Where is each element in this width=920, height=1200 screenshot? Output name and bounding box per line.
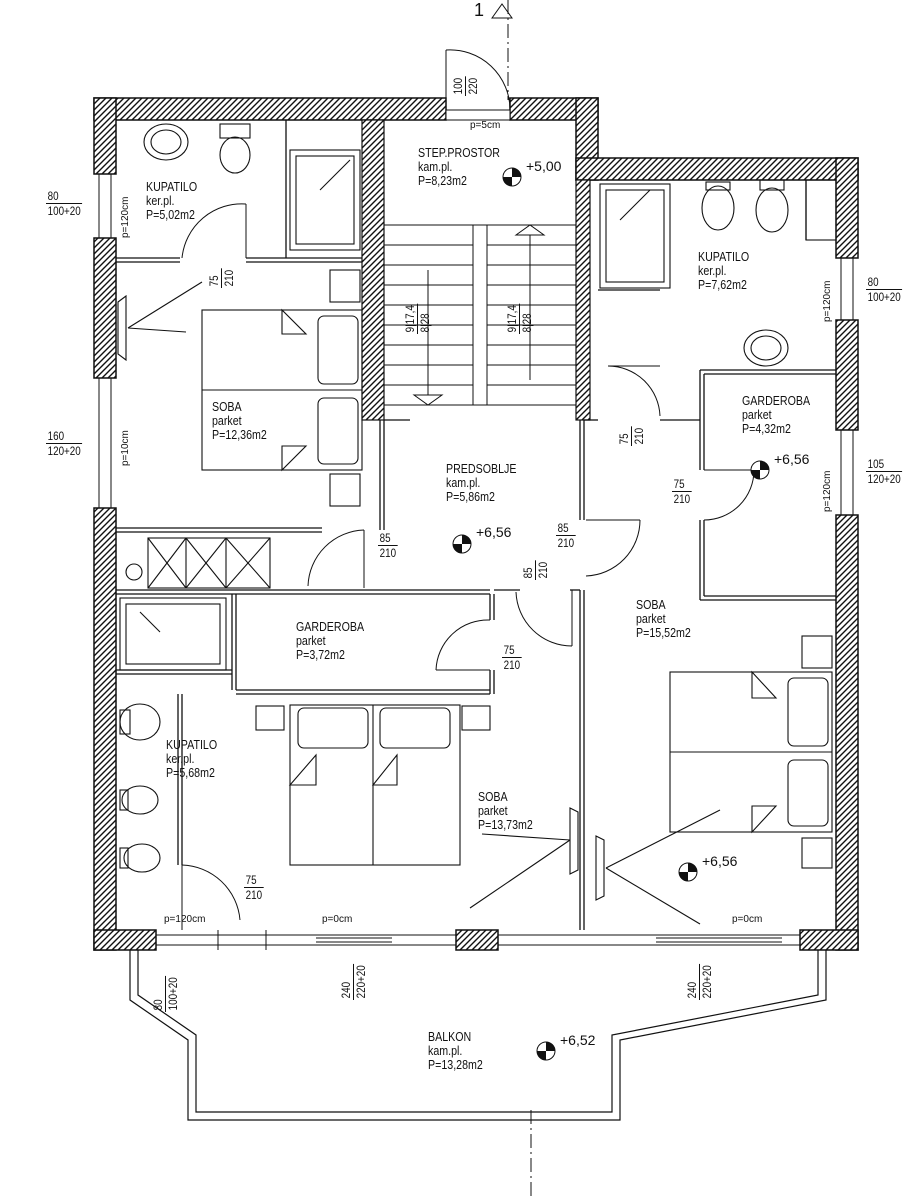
section-arrow — [491, 3, 513, 19]
stairs — [383, 224, 577, 406]
partitions — [116, 120, 836, 930]
elevation-garderoba: +6,56 — [774, 451, 810, 467]
elevation-soba-2: +6,56 — [702, 853, 738, 869]
elevation-stair: +5,00 — [526, 158, 562, 174]
outer-walls — [93, 97, 859, 951]
sill-note-bottom-left: p=120cm — [164, 914, 206, 925]
elevation-marker — [678, 862, 698, 882]
sill-note-garderoba-1: p=120cm — [822, 470, 833, 512]
sill-note-entry: p=5cm — [470, 120, 501, 131]
inner-walls — [361, 119, 591, 421]
balcony-outline — [129, 950, 827, 1121]
sill-note-bottom-mid: p=0cm — [322, 914, 353, 925]
sill-note-kupatilo-1: p=120cm — [120, 196, 131, 238]
doors — [181, 49, 755, 930]
window-lines — [94, 173, 858, 950]
elevation-marker — [750, 460, 770, 480]
elevation-predsoblje: +6,56 — [476, 524, 512, 540]
elevation-marker — [536, 1041, 556, 1061]
sill-note-bottom-right: p=0cm — [732, 914, 763, 925]
sill-note-soba-1: p=10cm — [120, 430, 131, 466]
furniture — [117, 123, 837, 925]
section-label: 1 — [474, 0, 485, 20]
elevation-balkon: +6,52 — [560, 1032, 596, 1048]
sill-note-kupatilo-2: p=120cm — [822, 280, 833, 322]
window-frame — [445, 109, 511, 121]
elevation-marker — [502, 167, 522, 187]
elevation-marker — [452, 534, 472, 554]
